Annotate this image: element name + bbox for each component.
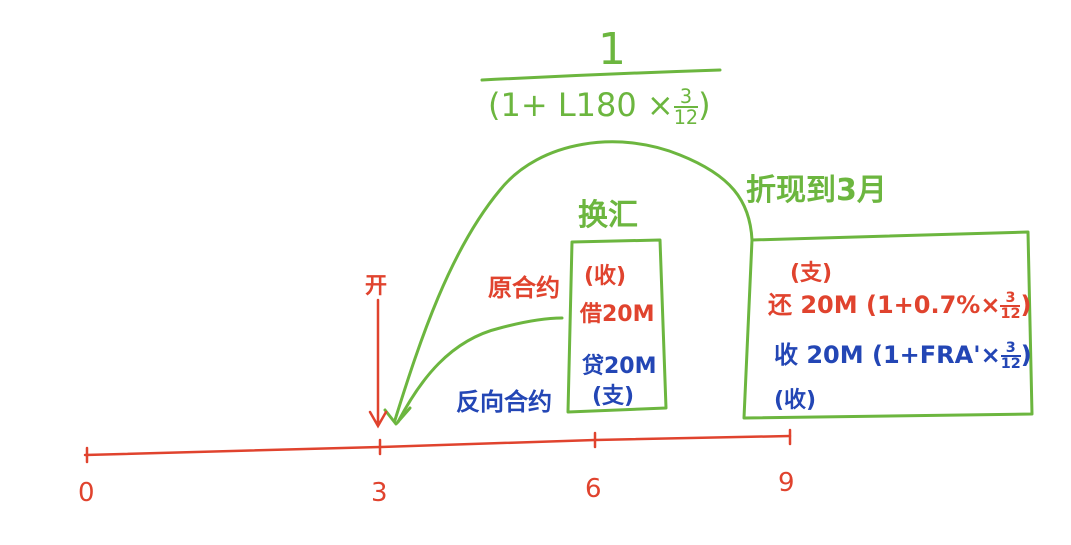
- fraction-numerator: 1: [598, 24, 626, 75]
- box6-pay-tag: (支): [592, 384, 635, 409]
- repay-prefix: 还 20M (1+0.7%×: [768, 291, 1001, 319]
- frac-num: 3: [1005, 289, 1016, 306]
- box6-receive-tag: (收): [584, 264, 627, 289]
- repay-suffix: ): [1020, 291, 1032, 319]
- timeline-axis: [83, 434, 792, 457]
- discount-label: 折现到3月: [746, 173, 887, 208]
- box-month-6: [566, 238, 668, 414]
- denominator-suffix: ): [698, 86, 711, 124]
- frac-num: 3: [679, 84, 693, 108]
- box9-receive-tag: (收): [774, 388, 817, 413]
- box6-borrow: 借20M: [580, 302, 655, 327]
- tick-label-0: 0: [78, 478, 95, 508]
- reverse-contract-label: 反向合约: [456, 388, 552, 416]
- receive-suffix: ): [1020, 341, 1032, 369]
- box6-lend: 贷20M: [582, 354, 657, 379]
- receive-prefix: 收 20M (1+FRA'×: [774, 341, 1001, 369]
- frac-bar: [1000, 305, 1021, 307]
- arrow-head-icon: [383, 406, 412, 426]
- denominator-prefix: (1+ L180 ×: [488, 86, 674, 124]
- open-arrow: [368, 298, 388, 429]
- frac-den: 12: [1000, 356, 1021, 372]
- frac-num: 3: [1005, 339, 1016, 356]
- box9-pay-tag: (支): [790, 261, 833, 286]
- discount-arc: [393, 140, 754, 422]
- tick-label-6: 6: [585, 474, 602, 504]
- reverse-arc: [396, 316, 564, 424]
- box-month-9: [742, 230, 1034, 420]
- frac-bar: [1000, 355, 1021, 357]
- tick-label-3: 3: [371, 478, 388, 508]
- frac-den: 12: [1000, 306, 1021, 322]
- tick-label-9: 9: [778, 468, 795, 498]
- open-label: 开: [365, 274, 388, 299]
- frac-bar: [673, 106, 699, 108]
- swap-label: 换汇: [578, 198, 638, 233]
- frac-den: 12: [673, 106, 699, 129]
- original-contract-label: 原合约: [488, 274, 560, 302]
- fraction-bar: [480, 68, 722, 82]
